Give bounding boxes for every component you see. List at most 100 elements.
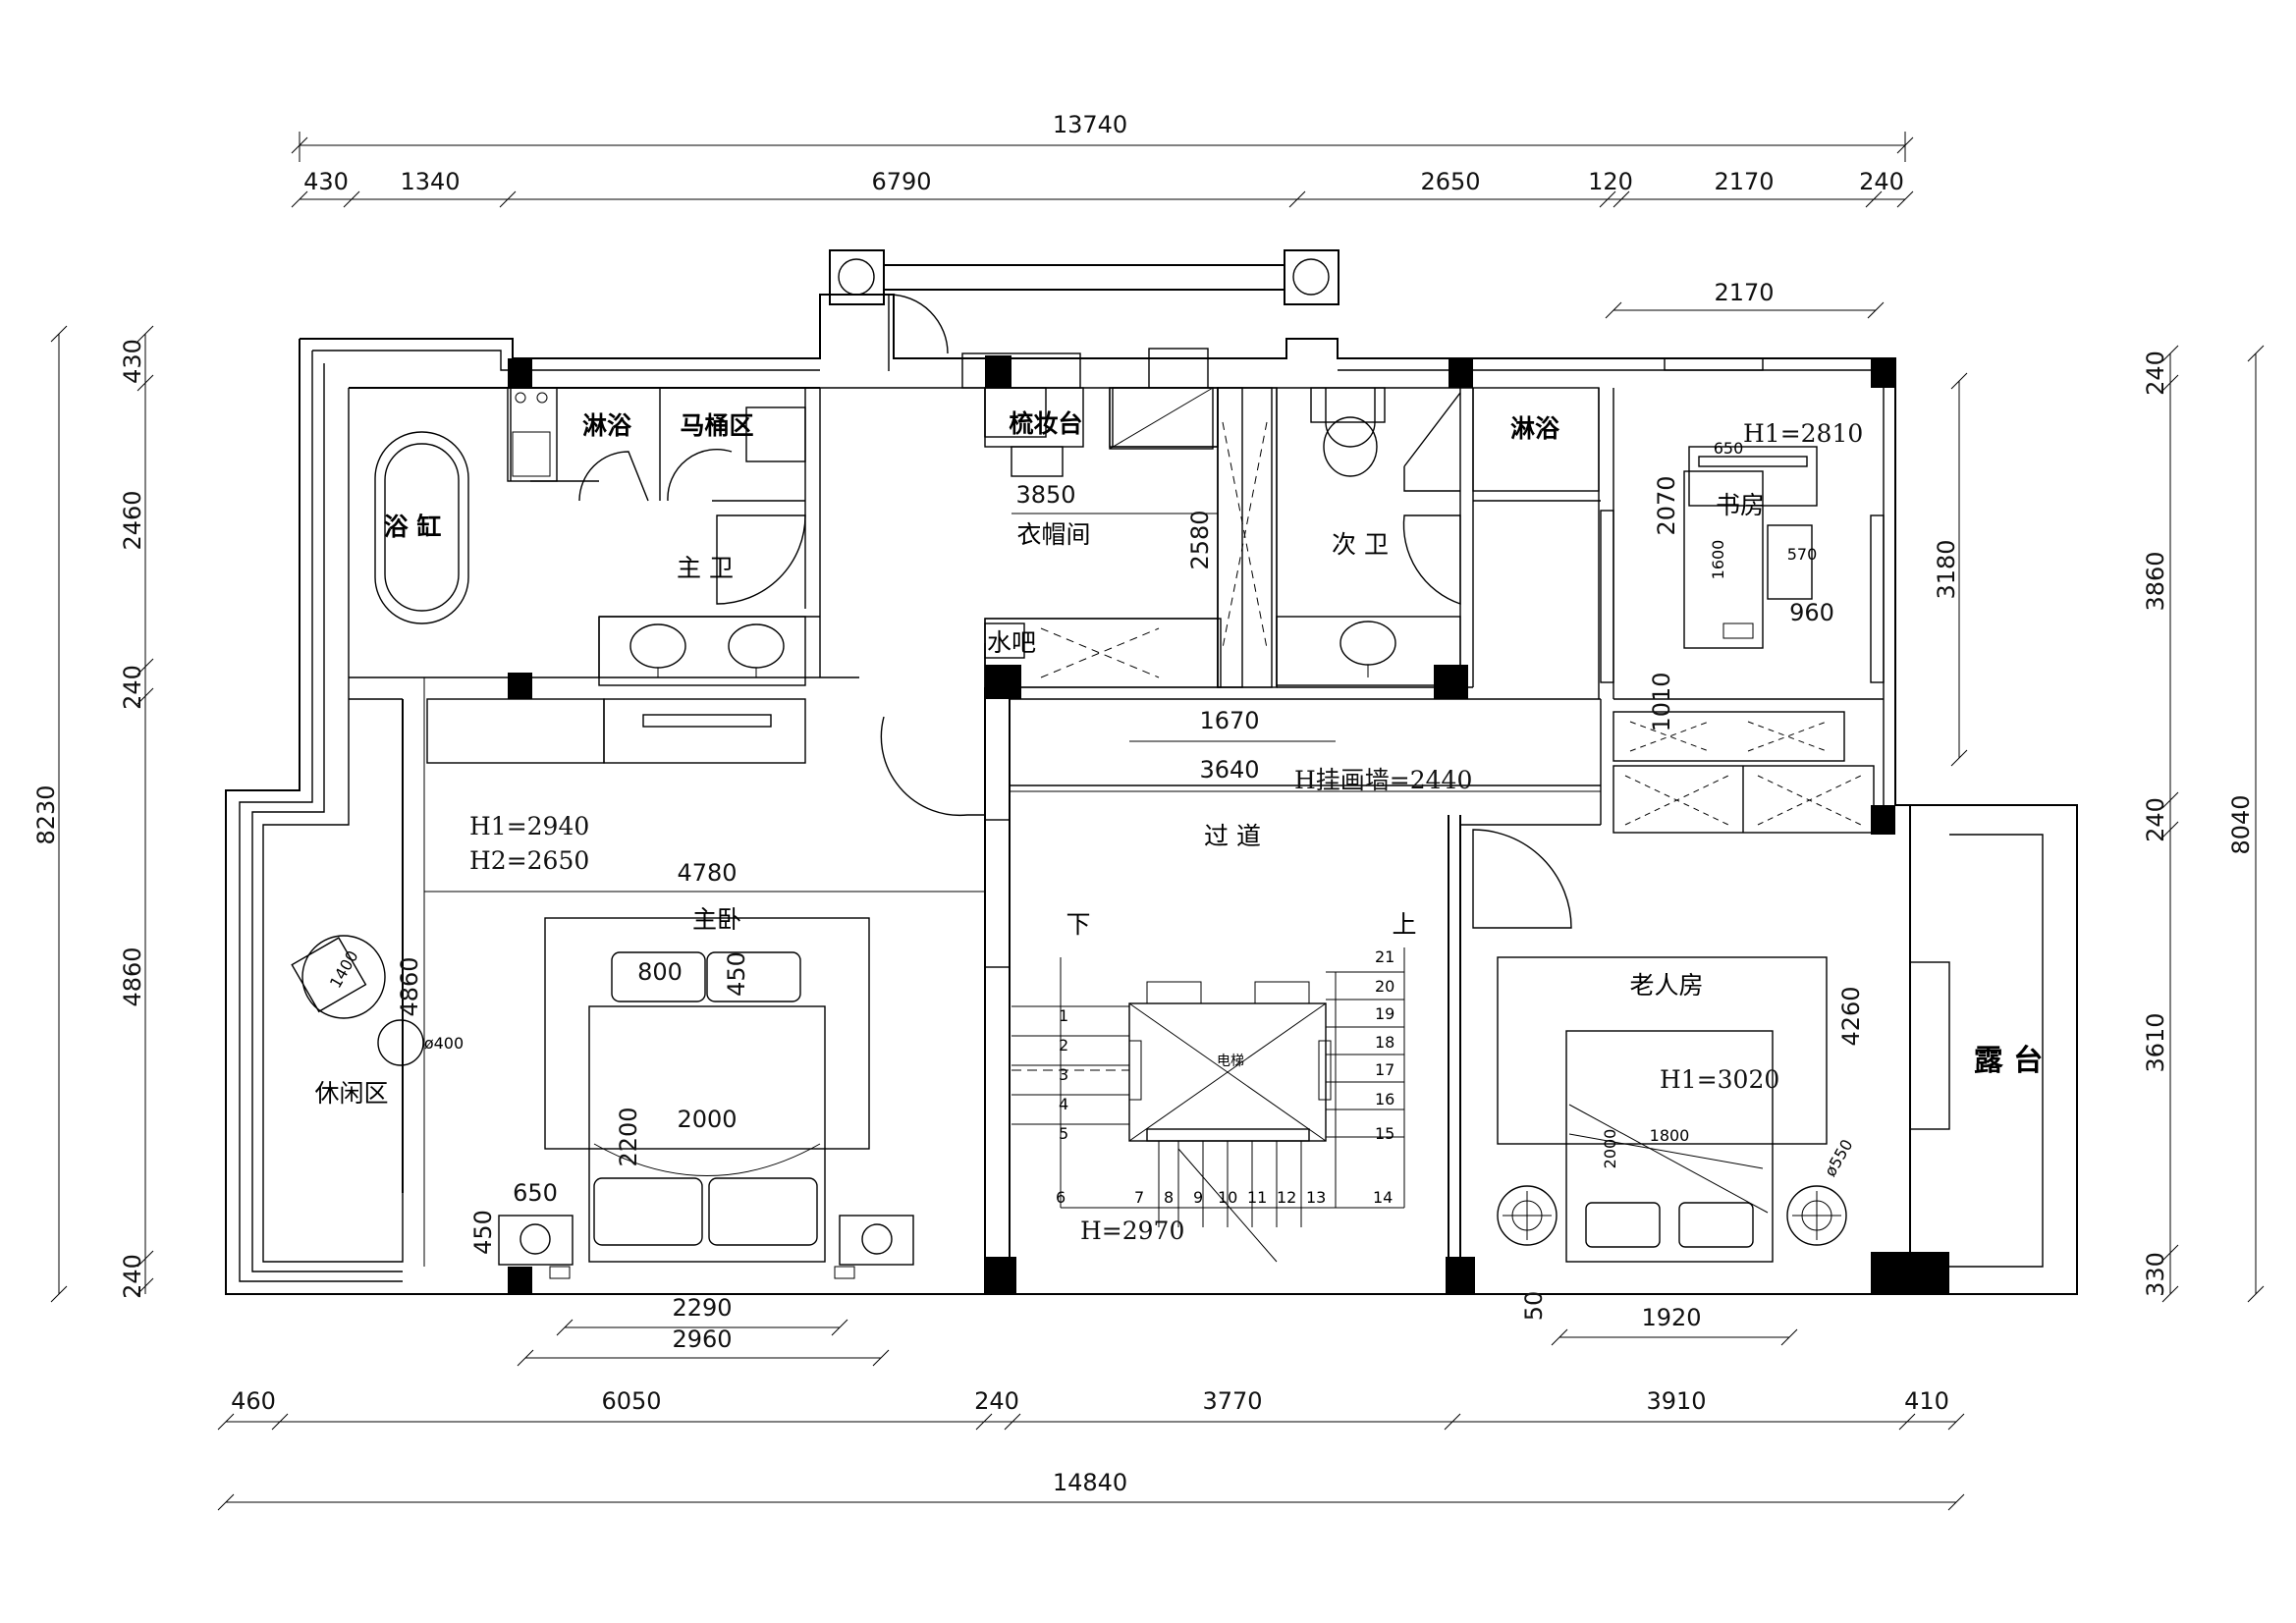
stair-2: 2 [1059, 1036, 1068, 1055]
stair-20: 20 [1375, 977, 1394, 996]
dim-bottom-3910: 3910 [1646, 1387, 1706, 1415]
dim-left-430: 430 [119, 339, 146, 384]
dim-960: 960 [1789, 599, 1834, 626]
dim-top-inner-2170: 2170 [1714, 279, 1774, 306]
stair-15: 15 [1375, 1124, 1394, 1143]
label-elder-room: 老人房 [1629, 971, 1703, 1000]
dim-1800: 1800 [1650, 1126, 1690, 1145]
dim-right-3610: 3610 [2142, 1012, 2169, 1072]
label-dressing-table: 梳妆台 [1009, 409, 1082, 438]
dim-1010: 1010 [1648, 672, 1675, 731]
stair-21: 21 [1375, 947, 1394, 966]
dim-left-total: 8230 [32, 784, 60, 844]
dim-right-240: 240 [2142, 351, 2169, 396]
dim-bottom-460: 460 [231, 1387, 276, 1415]
label-master-bath: 主 卫 [677, 554, 734, 582]
dim-top-2650: 2650 [1420, 168, 1480, 195]
columns [508, 355, 1949, 1294]
stair-6: 6 [1056, 1188, 1066, 1207]
label-second-bath: 次 卫 [1332, 530, 1389, 559]
label-toilet-area: 马桶区 [680, 411, 753, 440]
top-balcony [829, 249, 1339, 389]
label-leisure: 休闲区 [314, 1079, 388, 1108]
furniture [291, 357, 1885, 1279]
dim-650: 650 [513, 1179, 558, 1207]
dim-bottom-6050: 6050 [601, 1387, 661, 1415]
interior-dimension-texts: 3850 2580 1670 3640 4780 4860 2070 960 1… [326, 439, 1865, 1353]
dimension-texts: 13740 430 1340 6790 2650 120 2170 240 21… [32, 111, 2255, 1496]
stair-16: 16 [1375, 1090, 1394, 1109]
dim-650-study: 650 [1714, 439, 1744, 458]
dim-right-330: 330 [2142, 1252, 2169, 1297]
dim-left-4860: 4860 [119, 947, 146, 1006]
stair-19: 19 [1375, 1004, 1394, 1023]
stair-18: 18 [1375, 1033, 1394, 1052]
stair-3: 3 [1059, 1065, 1068, 1084]
dim-450a: 450 [723, 951, 750, 997]
dim-top-240: 240 [1859, 168, 1904, 195]
label-stair-up: 上 [1392, 910, 1416, 939]
dim-50: 50 [1520, 1291, 1548, 1322]
label-study: 书房 [1716, 491, 1765, 519]
dim-1600: 1600 [1709, 540, 1727, 580]
dim-right-inner-3180: 3180 [1933, 539, 1960, 599]
note-corridor-h: H挂画墙=2440 [1294, 766, 1472, 794]
dim-right-3860: 3860 [2142, 551, 2169, 611]
label-stair-down: 下 [1066, 910, 1090, 939]
label-master-bed: 主卧 [692, 905, 741, 934]
dim-bottom-total: 14840 [1053, 1469, 1127, 1496]
dim-right-total: 8040 [2227, 794, 2255, 854]
stair-7: 7 [1134, 1188, 1144, 1207]
dim-2000: 2000 [677, 1106, 737, 1133]
stair-13: 13 [1306, 1188, 1326, 1207]
label-bathtub: 浴 缸 [384, 513, 442, 541]
dim-right-240b: 240 [2142, 797, 2169, 842]
dim-4780: 4780 [677, 859, 737, 887]
label-water-bar: 水吧 [987, 628, 1036, 657]
dim-top-2170: 2170 [1714, 168, 1774, 195]
note-elder-h: H1=3020 [1660, 1065, 1779, 1094]
dim-2960: 2960 [672, 1325, 732, 1353]
dim-2290: 2290 [672, 1294, 732, 1322]
dim-4260: 4260 [1837, 986, 1865, 1046]
notes: H1=2810 H挂画墙=2440 H1=2940 H2=2650 H1=302… [469, 419, 1863, 1245]
dim-top-6790: 6790 [871, 168, 931, 195]
note-stair-h: H=2970 [1080, 1217, 1184, 1245]
walls [225, 294, 2078, 1295]
stair-numbers: 1 2 3 4 5 6 7 8 9 10 11 12 13 14 15 16 1… [1056, 947, 1394, 1207]
label-elevator: 电梯 [1217, 1054, 1244, 1069]
label-corridor: 过 道 [1204, 822, 1261, 850]
dim-bottom-240: 240 [974, 1387, 1019, 1415]
stair-9: 9 [1193, 1188, 1203, 1207]
dim-1920: 1920 [1641, 1304, 1701, 1331]
label-shower-1: 淋浴 [582, 411, 632, 440]
stair-4: 4 [1059, 1095, 1068, 1113]
stair-14: 14 [1373, 1188, 1393, 1207]
dim-2200: 2200 [615, 1107, 642, 1166]
dim-left-2460: 2460 [119, 490, 146, 550]
stair-17: 17 [1375, 1060, 1394, 1079]
dim-3850: 3850 [1015, 481, 1075, 509]
interior-dimensions [423, 513, 1601, 1267]
note-study-h: H1=2810 [1743, 419, 1863, 448]
dim-2070: 2070 [1653, 475, 1680, 535]
dim-left-240: 240 [119, 665, 146, 710]
dim-bottom-3770: 3770 [1202, 1387, 1262, 1415]
dim-2580: 2580 [1186, 510, 1214, 569]
dim-3640: 3640 [1199, 756, 1259, 784]
stair-11: 11 [1247, 1188, 1267, 1207]
dim-1670: 1670 [1199, 707, 1259, 734]
dim-top-total: 13740 [1053, 111, 1127, 138]
label-cloakroom: 衣帽间 [1016, 520, 1090, 549]
label-terrace: 露 台 [1974, 1044, 2043, 1078]
stair-10: 10 [1218, 1188, 1237, 1207]
dimension-lines [50, 132, 2265, 1511]
stair-5: 5 [1059, 1124, 1068, 1143]
stair-12: 12 [1277, 1188, 1296, 1207]
note-master-h2: H2=2650 [469, 846, 589, 875]
stair-8: 8 [1164, 1188, 1174, 1207]
dim-2000b: 2000 [1601, 1129, 1619, 1169]
dim-570: 570 [1787, 545, 1818, 564]
label-shower-2: 淋浴 [1510, 414, 1560, 443]
